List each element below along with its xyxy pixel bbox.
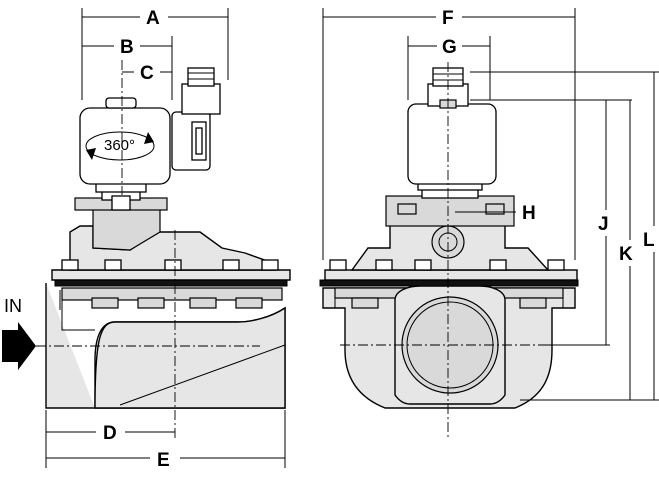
side-view-cover (51, 269, 291, 281)
side-view-gasket (54, 279, 288, 287)
side-view: 360° (36, 60, 291, 440)
dimension-l-label: L (643, 230, 655, 251)
side-view-cable-gland (181, 83, 221, 115)
dimension-k-label: K (619, 244, 633, 265)
inlet-label: IN (4, 296, 22, 316)
dimension-f-label: F (442, 8, 454, 29)
side-view-bolts (61, 259, 279, 271)
side-view-coil-cap (105, 97, 137, 109)
front-view-solenoid-coil (407, 103, 497, 185)
side-view-body-edge (119, 344, 286, 406)
dimension-c-label: C (140, 63, 154, 84)
dimension-g-label: G (442, 37, 457, 58)
front-view-cover (324, 269, 578, 281)
side-view-outlet-housing (94, 306, 286, 409)
front-view-bolts (329, 259, 565, 271)
rotation-arrow-icon (85, 131, 155, 161)
inlet-arrow-icon (2, 322, 36, 370)
front-view-dimensions: F G H J K L (322, 8, 659, 401)
rotation-label: 360° (104, 137, 135, 154)
inlet-arrow: IN (2, 296, 36, 370)
front-view (319, 62, 579, 440)
dimension-d-label: D (103, 423, 117, 444)
dimension-a-label: A (146, 8, 160, 29)
front-view-gasket (319, 279, 579, 287)
dimension-h-label: H (522, 203, 536, 224)
dimension-b-label: B (120, 37, 134, 58)
dimension-e-label: E (157, 450, 170, 471)
side-view-dimensions: A B C D E (45, 8, 286, 471)
dimension-j-label: J (598, 214, 609, 235)
side-view-flange (61, 287, 283, 301)
